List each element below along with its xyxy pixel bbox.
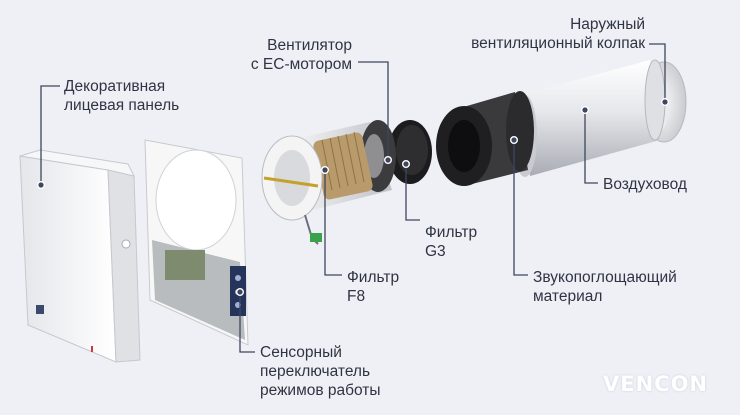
sound-absorbing-material [436,91,534,186]
label-touch-switch-line3: режимов работы [260,382,381,399]
label-sound-absorbing-line1: Звукопоглощающий [533,269,677,286]
label-fan-line2: с ЕС-мотором [250,56,352,73]
callout-duct [584,110,598,184]
label-filter-f8-line2: F8 [347,288,366,305]
air-duct [513,59,666,177]
label-front-panel-line1: Декоративная [64,78,166,95]
label-touch-switch-line1: Сенсорный [260,344,342,361]
callout-lines [40,43,666,353]
callout-dot-filter-g3 [402,159,411,168]
label-filter-f8: Фильтр F8 [347,268,399,306]
label-outer-hood-line2: вентиляционный колпак [471,35,645,52]
callout-sound-absorbing [513,140,528,276]
label-outer-hood: Наружный вентиляционный колпак [471,15,645,53]
label-filter-g3-line2: G3 [425,243,446,260]
callout-fan [358,61,389,160]
callout-filter-g3 [405,164,420,221]
label-touch-switch-line2: переключатель [260,363,371,380]
callout-filter-f8 [324,170,342,276]
label-touch-switch: Сенсорный переключатель режимов работы [260,343,381,400]
fan-ec-motor [261,120,396,245]
label-duct-line1: Воздуховод [603,176,687,193]
label-filter-g3-line1: Фильтр [425,224,478,241]
label-front-panel: Декоративная лицевая панель [64,77,179,115]
callout-touch-switch [239,292,255,353]
decorative-front-panel [19,149,141,363]
callout-dot-filter-f8 [321,165,330,174]
callout-dot-outer-hood [661,97,670,106]
label-filter-g3: Фильтр G3 [425,223,477,261]
label-sound-absorbing-line2: материал [533,288,603,305]
label-fan-line1: Вентилятор [267,37,352,54]
callout-dot-touch-switch [235,288,244,297]
callout-dot-fan [384,155,393,164]
control-frame [144,139,249,346]
label-outer-hood-line1: Наружный [570,16,645,33]
callout-front-panel [40,85,60,185]
callout-dot-sound-absorbing [510,135,519,144]
vencon-logo: VENCON [603,372,709,396]
label-filter-f8-line1: Фильтр [347,269,400,286]
callout-outer-hood [649,43,666,102]
label-sound-absorbing: Звукопоглощающий материал [533,268,677,306]
label-duct: Воздуховод [603,175,687,194]
callout-dot-duct [581,105,590,114]
label-front-panel-line2: лицевая панель [64,97,180,114]
callout-dot-front-panel [37,180,46,189]
label-fan: Вентилятор с ЕС-мотором [251,36,352,74]
